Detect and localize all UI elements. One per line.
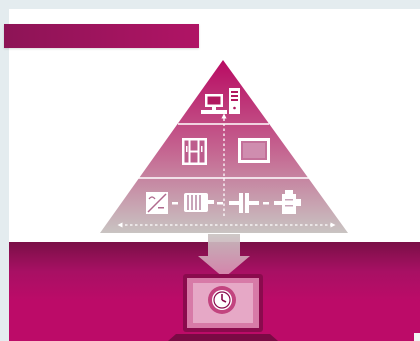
corner-mark xyxy=(414,333,420,341)
frequency-converter-icon xyxy=(146,192,168,214)
motor-icon xyxy=(184,193,214,212)
monitor-panel-icon xyxy=(238,138,270,163)
clock-icon xyxy=(208,286,236,314)
header-tab xyxy=(4,24,199,48)
link-dash-3 xyxy=(263,202,269,205)
coupling-icon xyxy=(229,193,259,213)
control-cabinet-icon xyxy=(182,138,207,165)
gearbox-icon xyxy=(274,190,301,214)
link-dash-2 xyxy=(217,202,223,205)
server-tower-icon xyxy=(229,88,240,114)
down-arrow xyxy=(198,234,250,278)
workstation-icon xyxy=(201,94,227,114)
pyramid-shape xyxy=(100,60,348,233)
link-dash-1 xyxy=(172,202,178,205)
